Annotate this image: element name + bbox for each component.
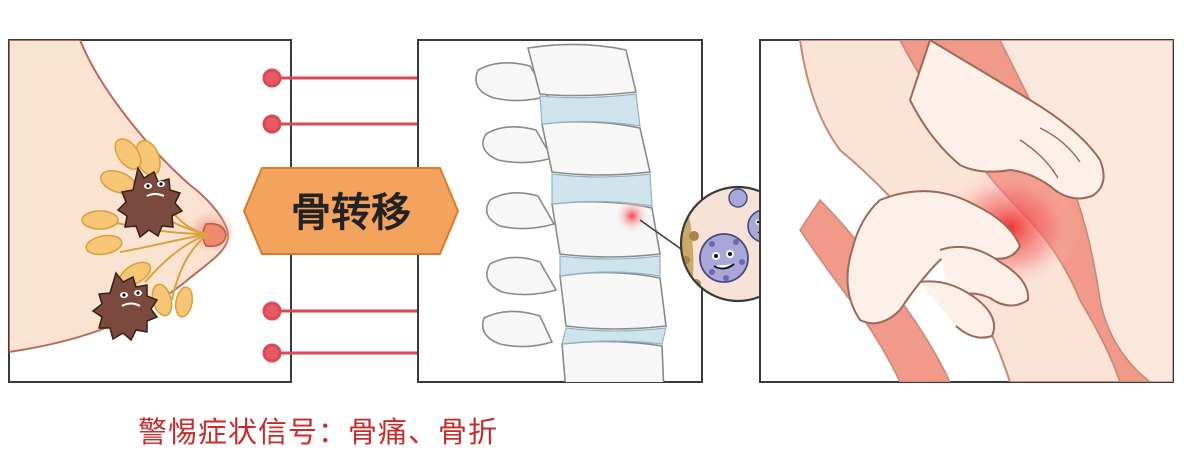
lesion-spot	[614, 198, 650, 234]
cancer-cell-icon	[699, 233, 749, 283]
tumor-cell-icon	[91, 271, 159, 342]
warning-caption: 警惕症状信号：骨痛、骨折	[138, 415, 499, 449]
knee-panel	[759, 39, 1174, 383]
tumor-cell-icon	[116, 166, 184, 239]
bone-metastasis-label: 骨转移	[242, 167, 460, 255]
pointer-line	[639, 219, 689, 255]
center-label-text: 骨转移	[291, 190, 411, 236]
spine-panel	[417, 39, 703, 383]
